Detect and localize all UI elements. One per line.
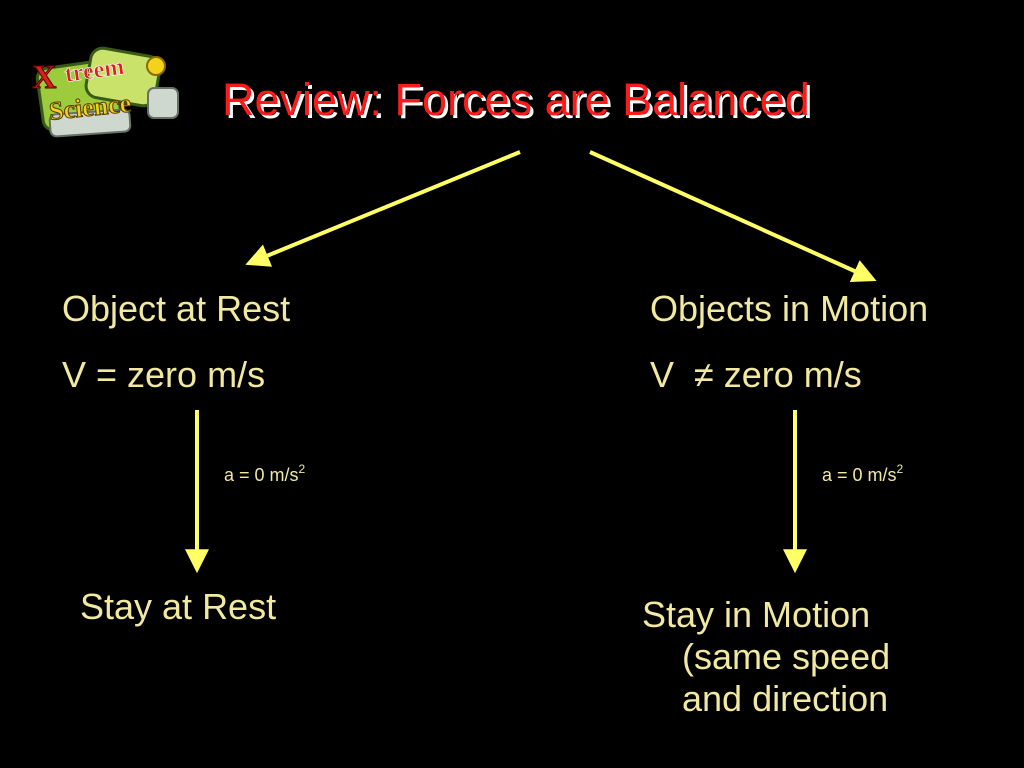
slide-title: Review: Forces are Balanced bbox=[222, 74, 810, 125]
motion-velocity: V ≠ zero m/s bbox=[650, 354, 862, 395]
rest-outcome: Stay at Rest bbox=[80, 586, 277, 627]
arrow-to-motion bbox=[589, 150, 877, 283]
logo-x: X bbox=[32, 59, 57, 96]
rest-heading: Object at Rest bbox=[62, 288, 291, 329]
rest-acceleration-exponent: 2 bbox=[298, 462, 306, 476]
motion-outcome-line: and direction bbox=[682, 678, 889, 719]
motion-acceleration: a = 0 m/s2 bbox=[822, 462, 904, 486]
motion-outcome-line: (same speed bbox=[682, 636, 891, 677]
rest-velocity: V = zero m/s bbox=[62, 354, 266, 395]
xtreem-science-logo: X treem Science bbox=[32, 46, 179, 138]
motion-acceleration-text: a = 0 m/s bbox=[822, 465, 897, 485]
rest-acceleration: a = 0 m/s2 bbox=[224, 462, 306, 486]
motion-acceleration-exponent: 2 bbox=[896, 462, 904, 476]
motion-outcome-line: Stay in Motion bbox=[642, 594, 871, 635]
arrow-to-rest bbox=[245, 150, 521, 267]
motion-outcome: Stay in Motion (same speed and direction bbox=[642, 594, 890, 720]
rest-acceleration-text: a = 0 m/s bbox=[224, 465, 299, 485]
motion-heading: Objects in Motion bbox=[650, 288, 929, 329]
